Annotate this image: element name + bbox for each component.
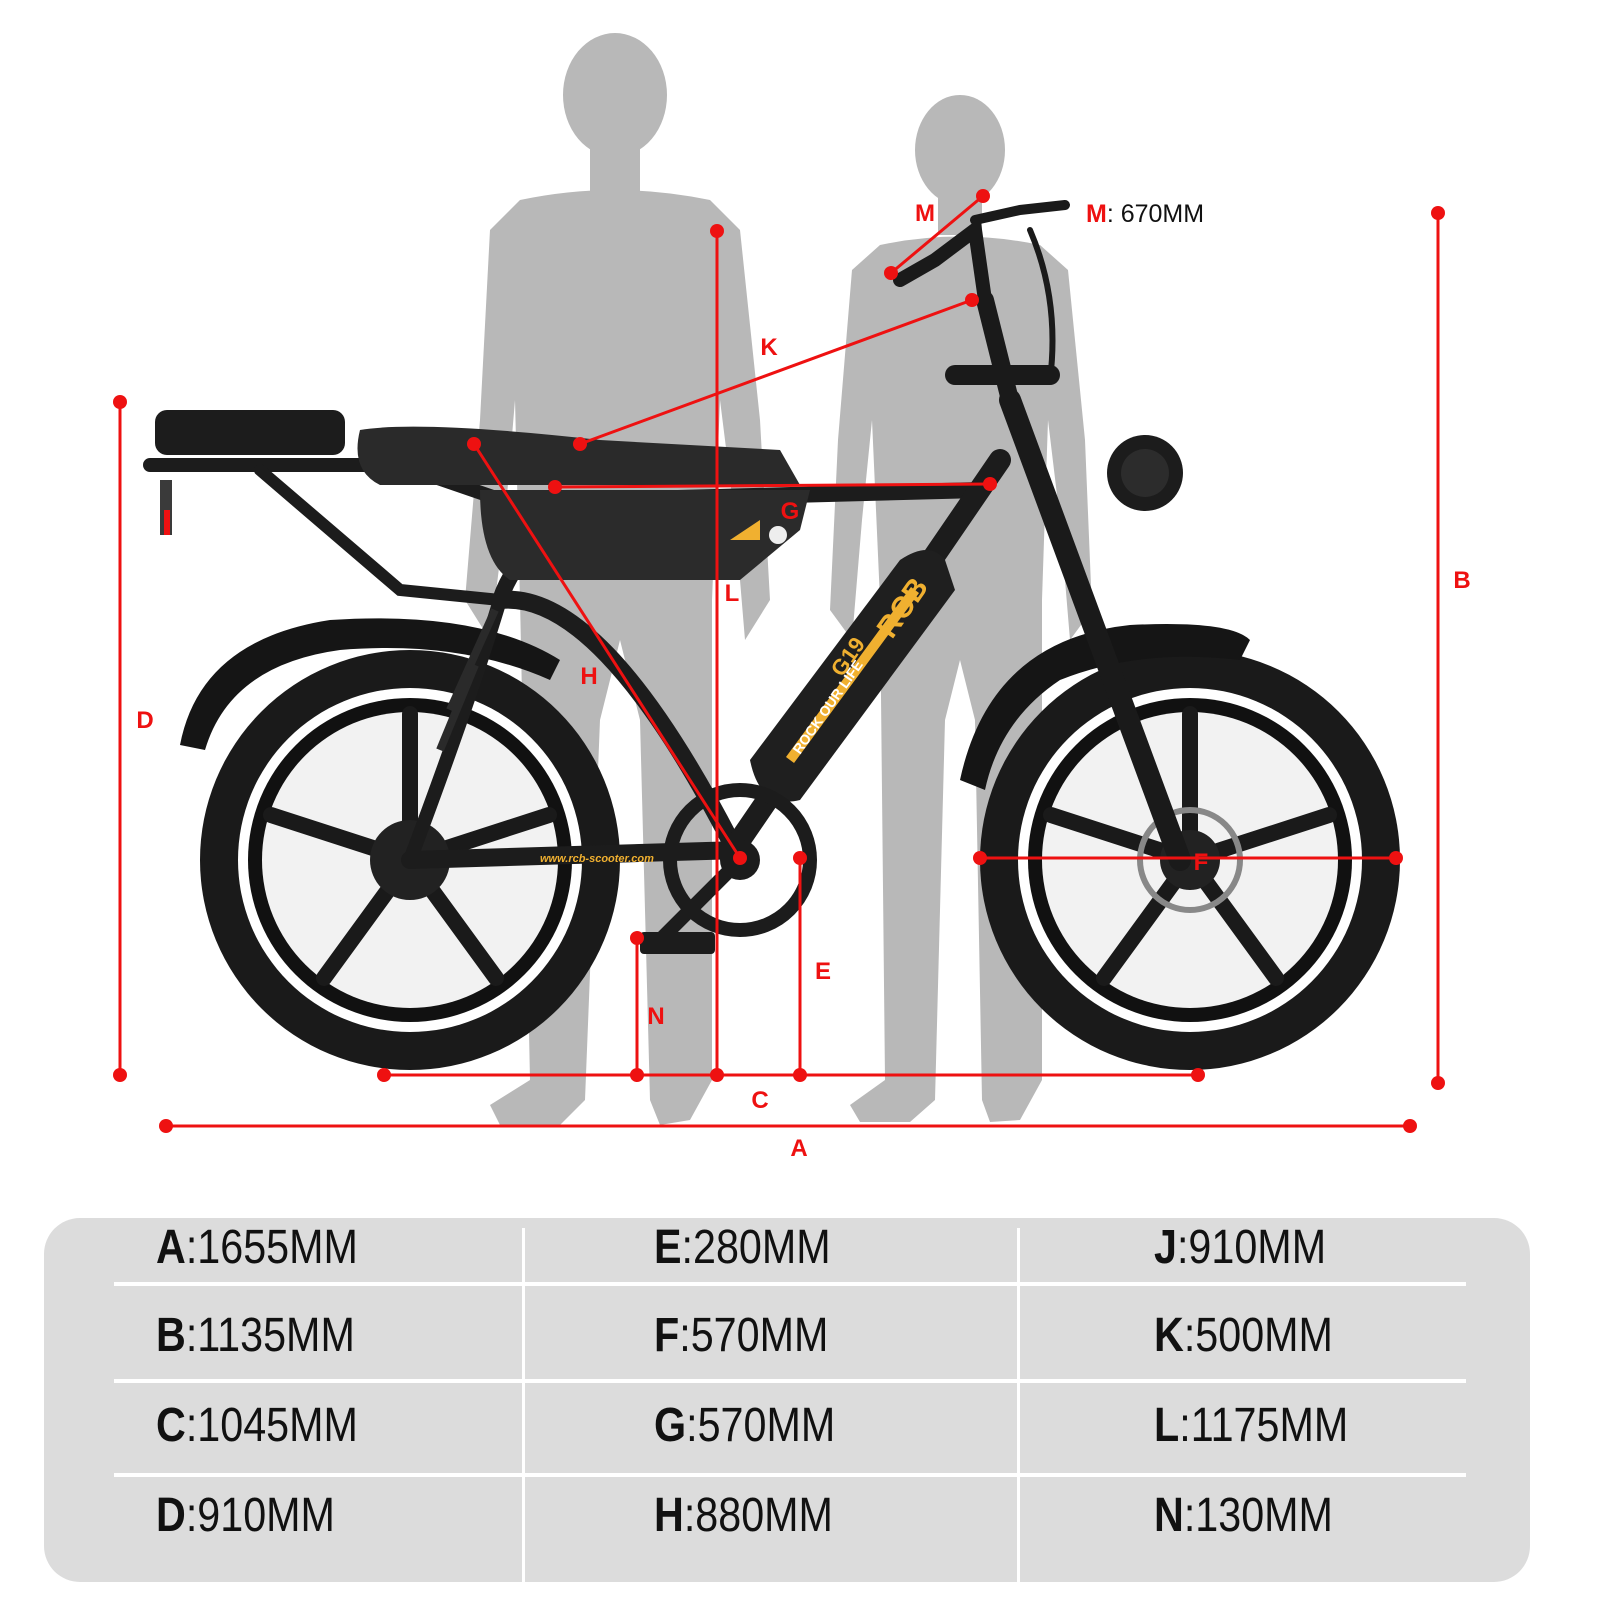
rear-fender xyxy=(180,618,560,750)
row-divider xyxy=(114,1379,1466,1383)
dim-label-n: N xyxy=(647,1003,665,1030)
dim-label-h: H xyxy=(580,663,598,690)
dim-label-d: D xyxy=(136,707,154,734)
bike-dimension-diagram: ROCK OUR LIFE G19 RCB www.rcb-scooter.co… xyxy=(113,33,1471,1162)
spec-d: D:910MM xyxy=(156,1489,335,1542)
dim-label-m: M xyxy=(915,200,935,227)
under-seat-tank xyxy=(480,490,810,580)
spec-e: E:280MM xyxy=(654,1221,831,1274)
dim-label-b: B xyxy=(1453,567,1471,594)
column-divider xyxy=(1017,1228,1020,1582)
rear-seat-pad xyxy=(155,410,345,455)
column-divider xyxy=(522,1228,525,1582)
spec-h: H:880MM xyxy=(654,1489,833,1542)
spec-a: A:1655MM xyxy=(156,1221,358,1274)
row-divider xyxy=(114,1473,1466,1477)
spec-l: L:1175MM xyxy=(1154,1399,1349,1452)
spec-b: B:1135MM xyxy=(156,1309,355,1362)
ebike-illustration: ROCK OUR LIFE G19 RCB www.rcb-scooter.co… xyxy=(143,200,1400,1070)
dim-label-a: A xyxy=(790,1135,808,1162)
m-callout-value: : 670MM xyxy=(1106,200,1205,228)
m-callout-letter: M xyxy=(1086,200,1107,228)
spec-table: A:1655MM B:1135MM C:1045MM D:910MM E:280… xyxy=(44,1218,1530,1582)
spec-f: F:570MM xyxy=(654,1309,829,1362)
battery-pack xyxy=(750,550,955,802)
spec-k: K:500MM xyxy=(1154,1309,1333,1362)
dim-label-l: L xyxy=(724,580,740,607)
dim-label-e: E xyxy=(814,958,832,985)
spec-j: J:910MM xyxy=(1154,1221,1327,1274)
dim-label-f: F xyxy=(1193,849,1209,876)
dim-label-k: K xyxy=(760,334,778,361)
dimension-lines xyxy=(113,189,1445,1133)
front-fender xyxy=(960,624,1250,790)
dim-label-g: G xyxy=(780,498,800,525)
chainring xyxy=(663,783,817,937)
spec-g: G:570MM xyxy=(654,1399,836,1452)
rear-shock xyxy=(436,608,499,752)
spec-n: N:130MM xyxy=(1154,1489,1333,1542)
m-dimension-callout: M: 670MM xyxy=(1086,200,1204,229)
pedal xyxy=(640,932,715,954)
row-divider xyxy=(114,1282,1466,1286)
spec-c: C:1045MM xyxy=(156,1399,358,1452)
website-text: www.rcb-scooter.com xyxy=(540,853,654,865)
dim-label-c: C xyxy=(751,1087,769,1114)
